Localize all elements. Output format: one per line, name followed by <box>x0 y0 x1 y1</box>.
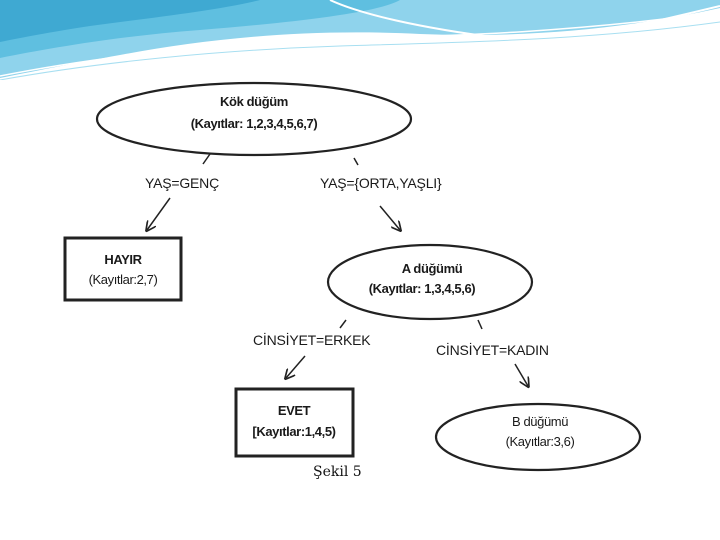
leaf-evet-box <box>236 389 353 456</box>
edge-label-cinsiyet-kadin: CİNSİYET=KADIN <box>436 342 549 358</box>
edge-root-a-bottom <box>380 206 400 230</box>
figure-caption: Şekil 5 <box>313 464 362 480</box>
leaf-evet-title: EVET <box>278 403 310 418</box>
edge-root-hayir-top <box>203 154 210 164</box>
header-wave-decoration <box>0 0 720 80</box>
decision-tree-figure: Kök düğüm (Kayıtlar: 1,2,3,4,5,6,7) HAYI… <box>60 72 645 472</box>
edge-label-yas-orta-yasli: YAŞ={ORTA,YAŞLI} <box>320 175 441 191</box>
node-b-title: B düğümü <box>512 414 568 429</box>
node-a-records: (Kayıtlar: 1,3,4,5,6) <box>369 281 476 296</box>
leaf-hayir-records: (Kayıtlar:2,7) <box>89 272 158 287</box>
edge-a-evet-bottom <box>286 356 305 378</box>
leaf-evet-records: [Kayıtlar:1,4,5) <box>252 424 335 439</box>
root-node-records: (Kayıtlar: 1,2,3,4,5,6,7) <box>191 116 318 131</box>
edge-a-b-bottom <box>515 364 528 386</box>
edge-label-cinsiyet-erkek: CİNSİYET=ERKEK <box>253 332 370 348</box>
leaf-hayir-box <box>65 238 181 300</box>
edge-root-hayir-bottom <box>147 198 170 230</box>
edge-label-yas-genc: YAŞ=GENÇ <box>145 175 219 191</box>
edge-a-b-top <box>478 320 482 329</box>
node-a-title: A düğümü <box>402 261 463 276</box>
node-b-records: (Kayıtlar:3,6) <box>506 434 575 449</box>
root-node-title: Kök düğüm <box>220 94 288 109</box>
edge-root-a-top <box>354 158 358 165</box>
edge-a-evet-top <box>340 320 346 328</box>
leaf-hayir-title: HAYIR <box>104 252 141 267</box>
